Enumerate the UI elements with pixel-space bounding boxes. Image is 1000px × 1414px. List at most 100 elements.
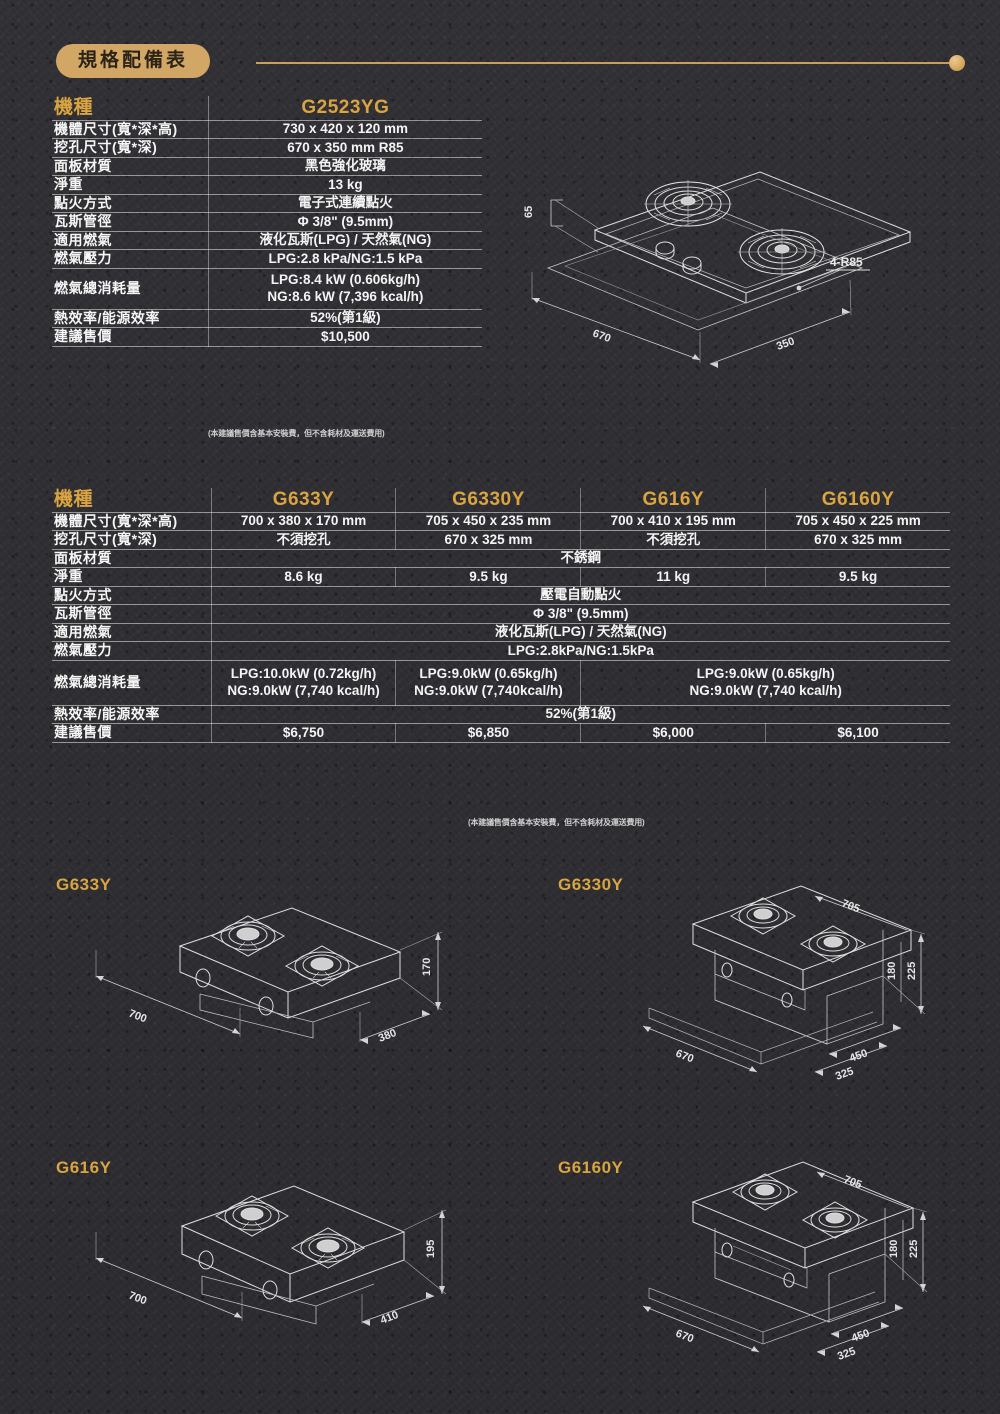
table-row: 挖孔尺寸(寬*深) 不須挖孔 670 x 325 mm 不須挖孔 670 x 3… — [52, 530, 950, 550]
drawing-title-g616y: G616Y — [56, 1158, 112, 1177]
table-row: 機體尺寸(寬*深*高) 730 x 420 x 120 mm — [52, 120, 482, 140]
row-value: 9.5 kg — [765, 567, 950, 587]
dim-width-700: 700 — [127, 1290, 148, 1308]
model-name: G2523YG — [208, 96, 482, 121]
row-label: 面板材質 — [52, 157, 209, 177]
table-row: 建議售價 $6,750 $6,850 $6,000 $6,100 — [52, 723, 950, 743]
table-row: 燃氣總消耗量 LPG:8.4 kW (0.606kg/h) NG:8.6 kW … — [52, 268, 482, 310]
table-row: 燃氣壓力 LPG:2.8kPa/NG:1.5kPa — [52, 641, 950, 661]
drawing-g2523yg: 65 670 350 4-R85 — [510, 160, 970, 400]
row-value: 8.6 kg — [211, 567, 397, 587]
row-value: 700 x 410 x 195 mm — [580, 512, 767, 532]
model-name: G633Y — [211, 488, 397, 513]
row-value: LPG:9.0kW (0.65kg/h) NG:9.0kW (7,740 kca… — [580, 660, 950, 706]
row-label: 淨重 — [52, 175, 209, 195]
row-value-span: 液化瓦斯(LPG) / 天然氣(NG) — [211, 623, 950, 643]
row-value: 11 kg — [580, 567, 767, 587]
row-value-line1: LPG:9.0kW (0.65kg/h) — [696, 665, 835, 681]
row-label: 熱效率/能源效率 — [52, 705, 212, 725]
row-value: 700 x 380 x 170 mm — [211, 512, 397, 532]
dim-width-670: 670 — [591, 328, 612, 346]
row-value: 705 x 450 x 225 mm — [765, 512, 950, 532]
spec-table-multi: 機種 G633Y G6330Y G616Y G6160Y 機體尺寸(寬*深*高)… — [52, 488, 950, 743]
row-value: 不須挖孔 — [211, 530, 397, 550]
row-label: 熱效率/能源效率 — [52, 309, 209, 329]
table-row: 淨重 8.6 kg 9.5 kg 11 kg 9.5 kg — [52, 567, 950, 587]
row-value: $6,000 — [580, 723, 767, 743]
table-row: 機種 G2523YG — [52, 96, 482, 121]
table-row: 適用燃氣 液化瓦斯(LPG) / 天然氣(NG) — [52, 623, 950, 643]
row-value: 52%(第1級) — [208, 309, 482, 329]
row-value: 670 x 350 mm R85 — [208, 138, 482, 158]
row-label: 燃氣總消耗量 — [52, 660, 212, 706]
row-label: 機種 — [52, 488, 212, 513]
row-label: 機種 — [52, 96, 209, 121]
row-value: 電子式連續點火 — [208, 194, 482, 214]
table-row: 熱效率/能源效率 52%(第1級) — [52, 705, 950, 725]
dim-depth-450: 450 — [850, 1327, 871, 1345]
table-row: 熱效率/能源效率 52%(第1級) — [52, 309, 482, 329]
row-value: $10,500 — [208, 327, 482, 347]
row-label: 挖孔尺寸(寬*深) — [52, 530, 212, 550]
drawing-g633y: 700 380 170 — [70, 890, 490, 1070]
dim-cut-width-670: 670 — [674, 1048, 695, 1066]
drawing-g6330y: 705 670 450 325 225 180 — [615, 878, 975, 1098]
row-value: 液化瓦斯(LPG) / 天然氣(NG) — [208, 231, 482, 251]
row-label: 點火方式 — [52, 586, 212, 606]
row-value-line1: LPG:8.4 kW (0.606kg/h) — [270, 271, 421, 287]
row-value: $6,100 — [765, 723, 950, 743]
row-value: $6,750 — [211, 723, 397, 743]
table-row: 燃氣壓力 LPG:2.8 kPa/NG:1.5 kPa — [52, 249, 482, 269]
row-value: 不須挖孔 — [580, 530, 767, 550]
row-label: 機體尺寸(寬*深*高) — [52, 512, 212, 532]
row-value: LPG:9.0kW (0.65kg/h) NG:9.0kW (7,740kcal… — [395, 660, 582, 706]
row-label: 面板材質 — [52, 549, 212, 569]
dim-radius-4-R85: 4-R85 — [830, 255, 863, 269]
table-row: 面板材質 黑色強化玻璃 — [52, 157, 482, 177]
model-name: G6330Y — [395, 488, 582, 513]
dim-height-180: 180 — [888, 1240, 900, 1258]
drawing-title-g6160y: G6160Y — [558, 1158, 624, 1177]
row-label: 建議售價 — [52, 327, 209, 347]
row-value: 670 x 325 mm — [395, 530, 582, 550]
price-footnote: (本建議售價含基本安裝費，但不含耗材及運送費用) — [208, 429, 385, 438]
table-row: 瓦斯管徑 Φ 3/8" (9.5mm) — [52, 604, 950, 624]
row-value: LPG:10.0kW (0.72kg/h) NG:9.0kW (7,740 kc… — [211, 660, 397, 706]
price-footnote: (本建議售價含基本安裝費，但不含耗材及運送費用) — [468, 818, 645, 827]
row-value: 9.5 kg — [395, 567, 582, 587]
table-row: 瓦斯管徑 Φ 3/8" (9.5mm) — [52, 212, 482, 232]
dim-depth-380: 380 — [377, 1027, 398, 1045]
row-label: 燃氣壓力 — [52, 641, 212, 661]
model-name: G616Y — [580, 488, 767, 513]
row-value-span: 壓電自動點火 — [211, 586, 950, 606]
row-value-line1: LPG:10.0kW (0.72kg/h) — [230, 665, 377, 681]
table-row: 挖孔尺寸(寬*深) 670 x 350 mm R85 — [52, 138, 482, 158]
row-value: $6,850 — [395, 723, 582, 743]
dim-width-700: 700 — [127, 1008, 148, 1026]
row-value-span: Φ 3/8" (9.5mm) — [211, 604, 950, 624]
header-dot-icon — [949, 55, 965, 71]
drawing-g6160y: 705 670 450 325 225 180 — [615, 1150, 975, 1380]
header-rule — [256, 62, 956, 64]
row-value: Φ 3/8" (9.5mm) — [208, 212, 482, 232]
row-label: 建議售價 — [52, 723, 212, 743]
dim-cut-depth-325: 325 — [836, 1345, 857, 1363]
row-value: 730 x 420 x 120 mm — [208, 120, 482, 140]
dim-height-195: 195 — [425, 1240, 437, 1258]
row-label: 瓦斯管徑 — [52, 604, 212, 624]
table-row: 機種 G633Y G6330Y G616Y G6160Y — [52, 488, 950, 513]
row-label: 點火方式 — [52, 194, 209, 214]
model-name: G6160Y — [765, 488, 950, 513]
row-label: 挖孔尺寸(寬*深) — [52, 138, 209, 158]
row-label: 淨重 — [52, 567, 212, 587]
row-label: 適用燃氣 — [52, 231, 209, 251]
row-label: 瓦斯管徑 — [52, 212, 209, 232]
spec-table-g2523yg: 機種 G2523YG 機體尺寸(寬*深*高) 730 x 420 x 120 m… — [52, 96, 482, 347]
table-row: 燃氣總消耗量 LPG:10.0kW (0.72kg/h) NG:9.0kW (7… — [52, 660, 950, 706]
row-value-span: 52%(第1級) — [211, 705, 950, 725]
table-row: 淨重 13 kg — [52, 175, 482, 195]
table-row: 建議售價 $10,500 — [52, 327, 482, 347]
row-value-line2: NG:9.0kW (7,740kcal/h) — [414, 682, 563, 698]
row-value: 670 x 325 mm — [765, 530, 950, 550]
